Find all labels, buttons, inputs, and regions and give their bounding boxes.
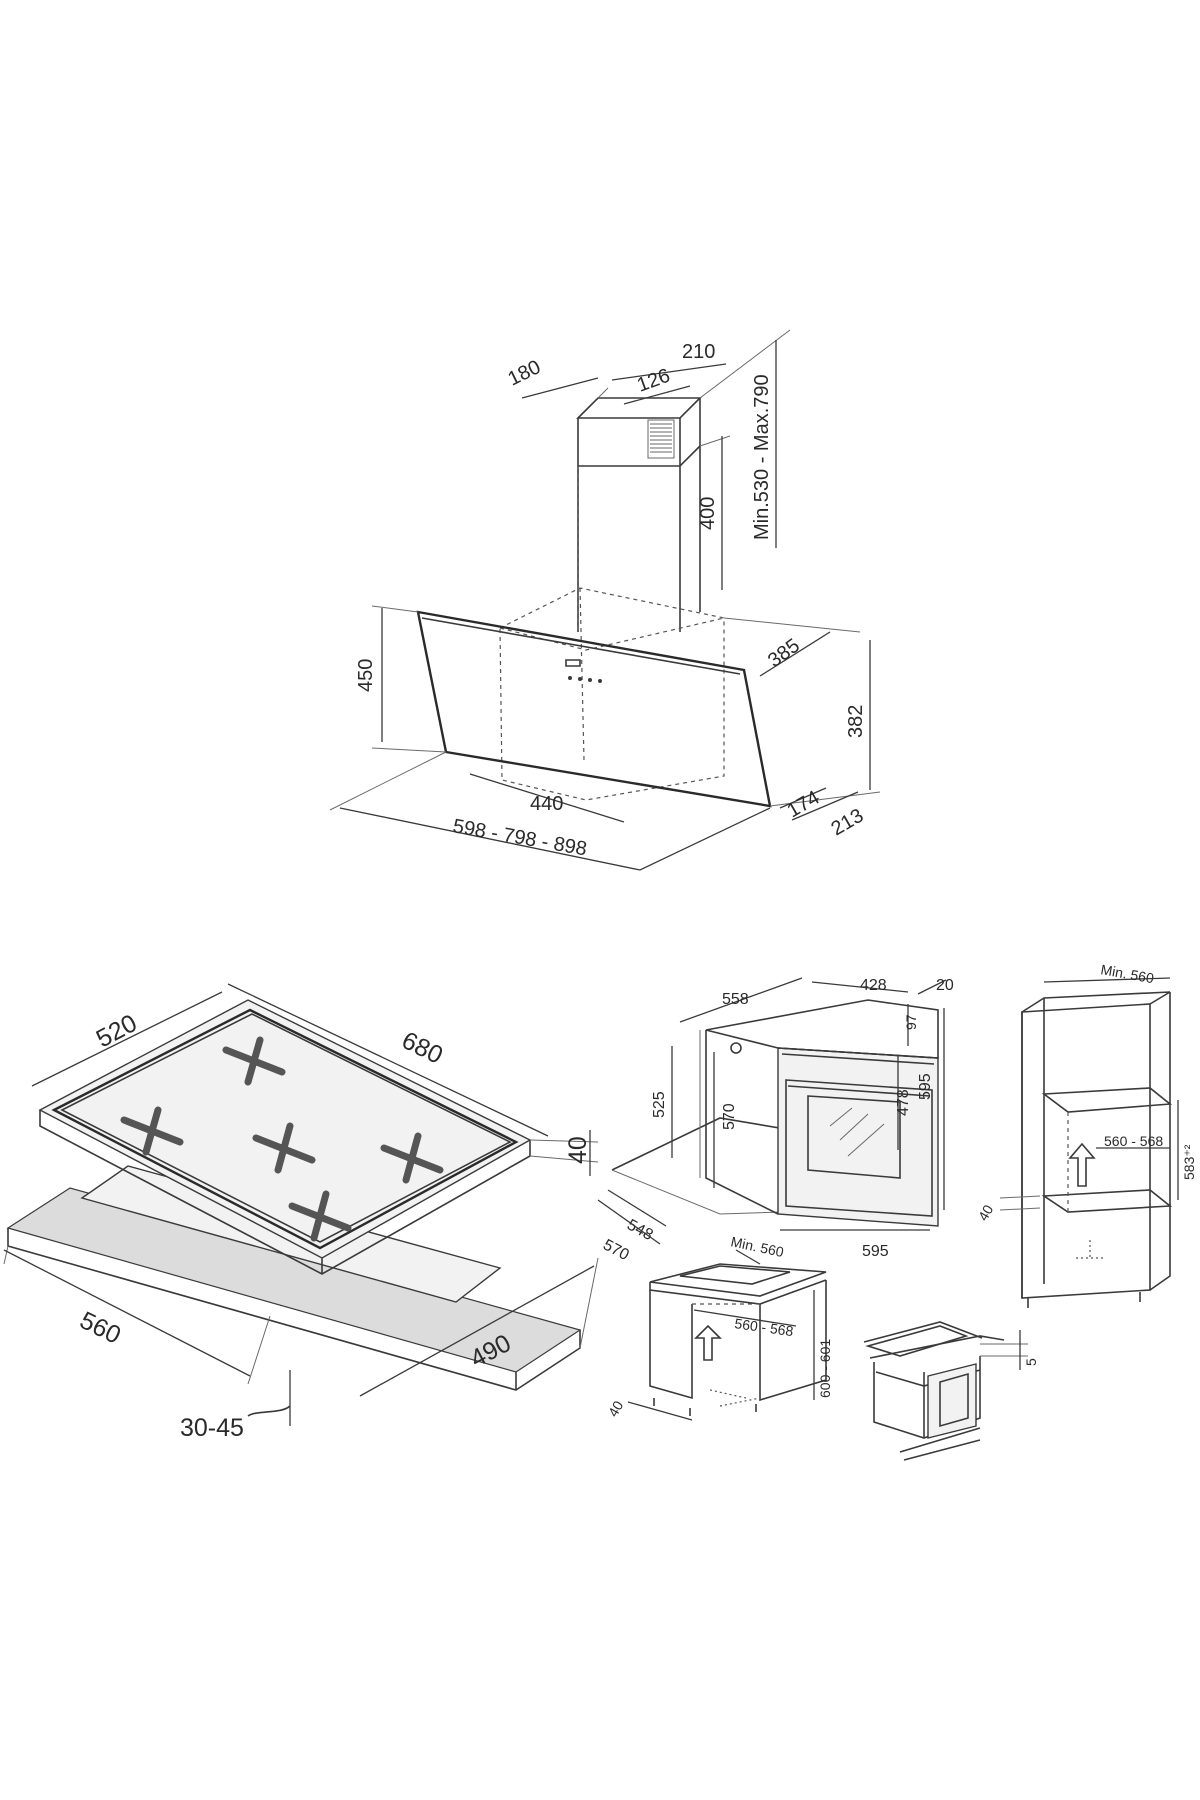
- burner-front: [288, 1190, 352, 1242]
- under-counter-drawing: Min. 560 560 - 568 600 - 601 40: [605, 1233, 833, 1421]
- dim-595-h: 595: [917, 1073, 934, 1100]
- dim-560: 560: [75, 1306, 125, 1349]
- dim-428: 428: [860, 977, 887, 994]
- dim-97: 97: [903, 1014, 919, 1030]
- vent-grille: [647, 419, 675, 459]
- dim-210: 210: [682, 341, 715, 363]
- dim-440: 440: [530, 793, 563, 815]
- dim-20: 20: [936, 977, 954, 994]
- dim-450: 450: [355, 659, 377, 692]
- dim-400: 400: [697, 497, 719, 530]
- dim-5: 5: [1023, 1358, 1039, 1366]
- dim-558: 558: [722, 991, 749, 1008]
- oven-drawing: 558 428 20 97 595 478 525 570 548 570 59…: [597, 977, 954, 1265]
- tall-column-drawing: Min. 560 560 - 568 583⁺² 40: [975, 961, 1197, 1308]
- dim-478: 478: [895, 1089, 912, 1116]
- dim-width: 598 - 798 - 898: [451, 815, 588, 860]
- dim-570-h: 570: [721, 1103, 738, 1130]
- dim-385: 385: [764, 635, 804, 672]
- dim-560-568-uc: 560 - 568: [734, 1315, 795, 1339]
- small-oven-drawing: 5: [863, 1321, 1039, 1461]
- dim-570-w: 570: [600, 1237, 632, 1265]
- hob-drawing: 520 680 40 560 490 30-45: [3, 983, 599, 1442]
- burner-back: [222, 1036, 286, 1086]
- dim-180: 180: [505, 356, 545, 390]
- dim-560-568: 560 - 568: [1104, 1133, 1163, 1149]
- dim-525: 525: [651, 1091, 668, 1118]
- dim-min-max: Min.530 - Max.790: [751, 374, 773, 540]
- dim-40-column: 40: [975, 1202, 997, 1224]
- dim-680: 680: [397, 1026, 447, 1069]
- dim-40-uc: 40: [605, 1398, 627, 1420]
- burner-right: [380, 1132, 444, 1184]
- dim-30-45: 30-45: [180, 1414, 244, 1442]
- cooker-hood-drawing: 180 210 126 Min.530 - Max.790 400 450 38…: [329, 329, 881, 871]
- dim-min560: Min. 560: [1099, 961, 1155, 986]
- dim-595-w: 595: [862, 1243, 889, 1260]
- burner-left: [120, 1106, 184, 1156]
- dim-583: 583⁺²: [1181, 1144, 1197, 1180]
- dim-min560-uc: Min. 560: [729, 1233, 785, 1260]
- dim-213: 213: [828, 805, 868, 841]
- dim-600-601: 600 - 601: [817, 1339, 833, 1398]
- burner-center: [252, 1122, 316, 1174]
- dim-382: 382: [845, 705, 867, 738]
- dim-520: 520: [92, 1009, 142, 1053]
- dim-40: 40: [564, 1136, 592, 1164]
